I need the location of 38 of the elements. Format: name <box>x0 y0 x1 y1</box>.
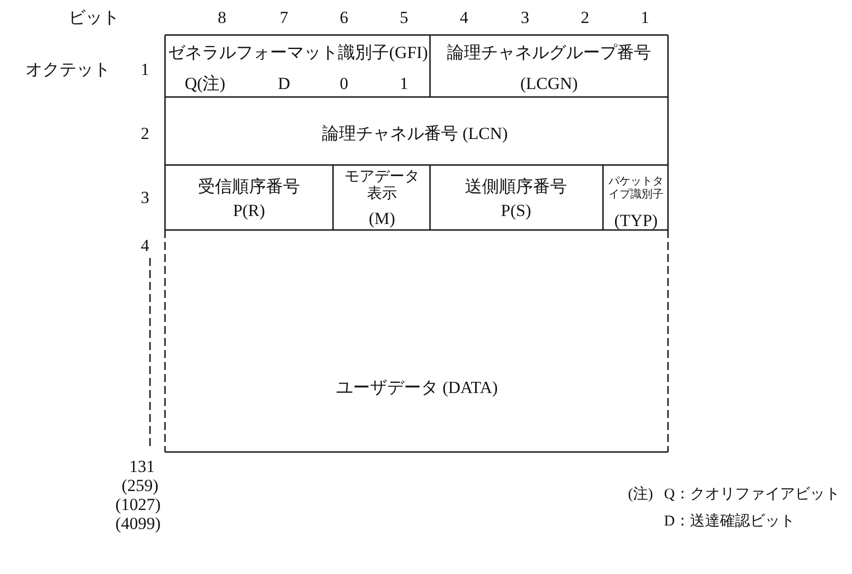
octet-number: (259) <box>122 476 158 496</box>
bit-number: ビット <box>68 8 120 28</box>
field-label: Q(注) <box>184 74 226 94</box>
bit-number: 3 <box>520 8 530 28</box>
bit-number: 2 <box>580 8 590 28</box>
field-label: パケットタイプ識別子 <box>608 175 664 201</box>
note-text: D：送達確認ビット <box>664 513 795 531</box>
octet-number: 131 <box>129 457 155 477</box>
field-label: 送側順序番号 <box>465 177 567 197</box>
bit-number: 8 <box>218 8 226 28</box>
bit-number: 5 <box>400 8 408 28</box>
note-text: (注) <box>628 486 653 504</box>
bit-number: 7 <box>280 8 288 28</box>
octet-number: 1 <box>140 60 150 80</box>
field-label: 論理チャネルグループ番号 <box>447 43 651 63</box>
field-label: ゼネラルフォーマット識別子(GFI) <box>168 43 428 63</box>
field-label: (M) <box>368 209 396 229</box>
octet-number: (1027) <box>115 495 161 515</box>
bit-number: 4 <box>460 8 468 28</box>
octet-number: オクテット <box>26 60 110 80</box>
field-label: ユーザデータ (DATA) <box>336 378 498 398</box>
octet-number: (4099) <box>115 514 161 534</box>
bit-number: 1 <box>640 8 650 28</box>
field-label: (TYP) <box>614 211 658 231</box>
field-label: モアデータ表示 <box>344 168 420 204</box>
octet-number: 4 <box>140 236 150 256</box>
field-label: (LCGN) <box>520 74 578 94</box>
field-label: 論理チャネル番号 (LCN) <box>322 124 508 144</box>
bit-number: 6 <box>340 8 348 28</box>
field-label: 0 <box>340 74 348 94</box>
field-label: 受信順序番号 <box>198 177 300 197</box>
field-label: P(R) <box>232 201 266 221</box>
field-label: D <box>278 74 290 94</box>
field-label: 1 <box>400 74 408 94</box>
octet-number: 2 <box>140 124 150 144</box>
note-text: Q：クオリファイアビット <box>664 486 840 504</box>
octet-number: 3 <box>140 188 150 208</box>
field-label: P(S) <box>500 201 532 221</box>
